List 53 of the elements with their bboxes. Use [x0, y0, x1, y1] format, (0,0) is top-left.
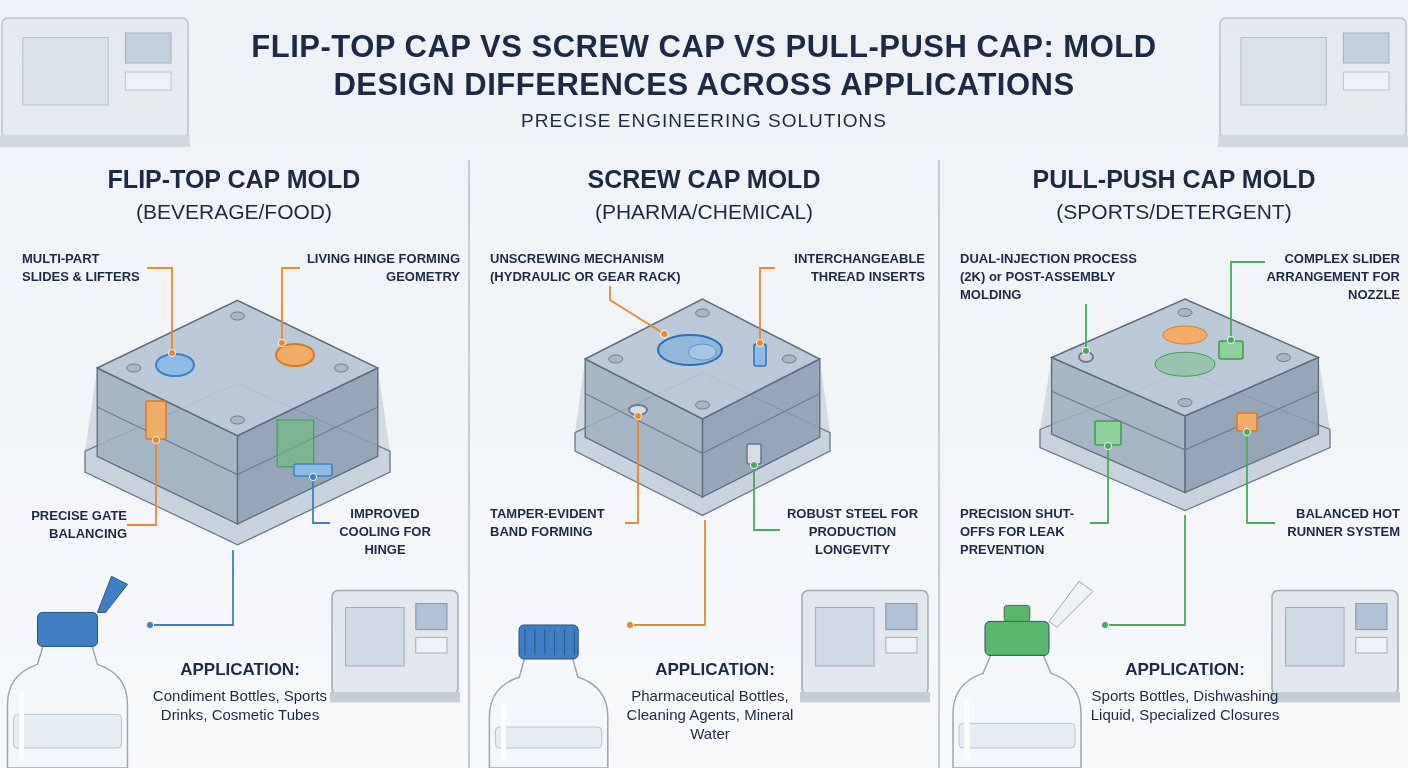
cavity-ring [628, 404, 648, 416]
leader-line [1081, 303, 1091, 356]
leader-line [625, 519, 706, 630]
panel-subheading: (BEVERAGE/FOOD) [135, 200, 333, 224]
mold-insert [1218, 340, 1244, 360]
leader-line [1089, 441, 1113, 524]
leader-line [145, 549, 234, 630]
callout-text: LIVING HINGE FORMING GEOMETRY [300, 250, 460, 286]
leader-line [1226, 261, 1266, 345]
callout-text: COMPLEX SLIDER ARRANGEMENT FOR NOZZLE [1265, 250, 1400, 304]
mold-insert [145, 400, 167, 440]
application-text: Condiment Bottles, Sports Drinks, Cosmetic Tubes [151, 686, 329, 724]
mold-insert [753, 343, 767, 367]
panel-heading: PULL-PUSH CAP MOLD [1031, 165, 1317, 194]
leader-line [1242, 427, 1276, 524]
callout-text: TAMPER-EVIDENT BAND FORMING [490, 505, 625, 541]
application-text: Sports Bottles, Dishwashing Liquid, Specialized Closures [1089, 686, 1281, 724]
subtitle: PRECISE ENGINEERING SOLUTIONS [520, 110, 888, 132]
callout-text: MULTI-PART SLIDES & LIFTERS [22, 250, 147, 286]
application-heading: APPLICATION: [179, 660, 301, 680]
mold-insert [746, 443, 762, 465]
callout-text: PRECISE GATE BALANCING [22, 507, 127, 543]
panel-heading: SCREW CAP MOLD [586, 165, 822, 194]
leader-line [624, 411, 643, 524]
title: FLIP-TOP CAP VS SCREW CAP VS PULL-PUSH CAP: MOLD DESIGN DIFFERENCES ACROSS APPLICATIONS [250, 28, 1158, 104]
leader-line [1100, 514, 1186, 630]
panel-heading: FLIP-TOP CAP MOLD [106, 165, 362, 194]
cavity-ring [657, 334, 723, 366]
cavity-ring [275, 343, 315, 367]
panel-subheading: (SPORTS/DETERGENT) [1055, 200, 1293, 224]
leader-line [308, 472, 331, 524]
mold-insert [1094, 420, 1122, 446]
cavity-ring [1078, 351, 1094, 363]
callout-text: IMPROVED COOLING FOR HINGE [330, 505, 440, 559]
leader-line [749, 460, 781, 531]
leader-line [755, 267, 776, 348]
mold-insert [293, 463, 333, 477]
callout-text: ROBUST STEEL FOR PRODUCTION LONGEVITY [780, 505, 925, 559]
callout-text: DUAL-INJECTION PROCESS (2K) or POST-ASSEMBLY MOLDING [960, 250, 1140, 304]
mold-insert [1236, 412, 1258, 432]
application-heading: APPLICATION: [654, 660, 776, 680]
leader-line [126, 435, 161, 526]
panel-subheading: (PHARMA/CHEMICAL) [593, 200, 815, 224]
application-text: Pharmaceutical Bottles, Cleaning Agents, Mineral Water [625, 686, 795, 743]
application-heading: APPLICATION: [1124, 660, 1246, 680]
callout-text: BALANCED HOT RUNNER SYSTEM [1275, 505, 1400, 541]
callout-text: PRECISION SHUT-OFFS FOR LEAK PREVENTION [960, 505, 1090, 559]
leader-line [277, 267, 301, 348]
leader-line [146, 267, 177, 358]
cavity-ring [155, 353, 195, 377]
callout-text: UNSCREWING MECHANISM (HYDRAULIC OR GEAR RACK) [490, 250, 715, 286]
leader-line [609, 285, 669, 339]
callout-text: INTERCHANGEABLE THREAD INSERTS [775, 250, 925, 286]
